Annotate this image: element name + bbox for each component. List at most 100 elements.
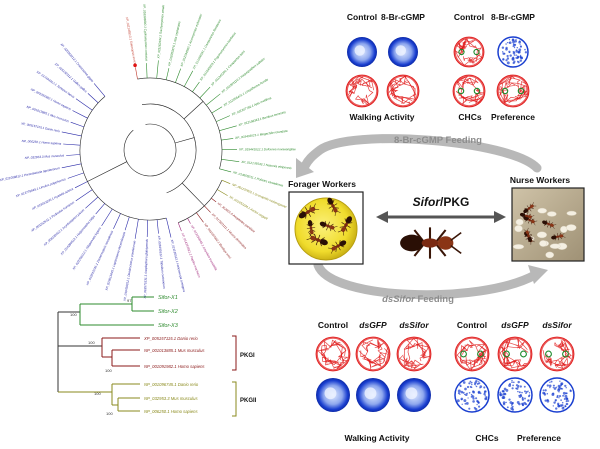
tree-branch [165,68,170,80]
bottom-chcs-dssifor-tracks [539,336,575,372]
tree-branch [219,168,232,173]
nurse-ant [523,202,537,214]
pkgi-label: PKGI [240,353,255,359]
tree-branch [219,125,237,131]
feeding-arrows: 8-Br-cGMP Feeding dsSifor Feeding [296,134,548,305]
tree-leaf-label: XP_020362212.1 Crassostrea gigas [59,42,95,84]
tree-branch [61,131,82,137]
support-value: 100 [94,391,101,396]
bottom-walking-control-tracks [315,336,351,372]
bottom-walking-header-dssifor: dsSifor [399,320,429,330]
tree-leaf-label: XP_015441022.1 Dufourea novaeangliae [238,147,296,151]
nurse-ant [523,215,538,226]
top-walking-header-control: Control [347,12,377,22]
top-walking-treatment-tracks [386,74,420,108]
brood-larva [539,240,548,247]
tree-branch [192,81,200,92]
bottom-walking-header-dsgfp: dsGFP [359,320,387,330]
tree-leaf-label: XP_012156343.1 Bombus terrestris [237,110,287,127]
forager-food-tray [294,197,358,261]
top-feeding-arrowhead [296,158,314,178]
top-chcs-header-control: Control [454,12,484,22]
bottom-walking-dsgfp-tracks [355,336,391,372]
nurse-ant [523,227,533,243]
leaf-danio-pkgi: XP_005157115.1 Danio rerio [143,336,198,341]
tree-branch [66,154,81,156]
brood-larva [546,211,557,217]
bottom-chcs-dssifor-density [539,377,575,413]
bottom-walking-dsgfp-density [356,378,390,412]
bottom-chcs-dsgfp-density [497,377,533,413]
tree-leaf-label: NP_032953.3 Mus musculus [25,153,65,160]
tree-branch [156,60,159,79]
support-value: 100 [88,340,95,345]
top-chcs-caption-b: Preference [491,112,535,122]
bottom-walking-dssifor-density [397,378,431,412]
bottom-chcs-caption-a: CHCs [475,433,498,443]
bottom-chcs-header-dsgfp: dsGFP [501,320,529,330]
tree-branch [72,110,88,119]
tree-branch [216,115,231,122]
bottom-experiment-panel: Control dsGFP dsSifor Control dsGFP dsSi… [315,320,575,443]
forager-ant [306,220,316,237]
branch-pkgii-clade [111,383,140,412]
phylogram-tree: Sifor-X1 Sifor-X2 Sifor-X3 XP_005157115.… [57,295,257,417]
top-walking-control-tracks [345,74,379,108]
tree-leaf-label: XP_019769012.1 Dendroctonus ponderosae [122,240,136,302]
tree-branch [146,63,148,79]
support-value: 100 [70,312,77,317]
tree-branch [67,172,84,179]
tree-leaf-label: XP_018302876.1 Atta cephalotes [167,20,182,67]
brood-larva [537,207,547,214]
tree-branch [95,203,106,215]
bottom-chcs-dsgfp-tracks [497,336,533,372]
pkgii-bracket [232,381,237,417]
tree-leaf-label: XP_011503110.1 Harpegnathos saltator [220,56,267,95]
tree-branch [146,219,148,238]
big-fire-ant [400,227,462,259]
leaf-danio-pkgii: NP_001096745.1 Danio rerio [144,382,199,387]
tree-branch [85,196,99,209]
tree-branch [124,216,130,231]
top-walking-treatment-density [388,37,418,67]
nurse-ant [519,212,535,221]
highlight-marker [133,63,137,68]
leaf-sifor-x1: Sifor-X1 [158,295,178,301]
tree-leaf-label: XP_011343291.1 Cerapachys biroi [209,49,246,87]
brood-larva [549,243,561,249]
bottom-walking-caption: Walking Activity [344,433,409,443]
bottom-feeding-label: dsSifor Feeding [382,294,454,305]
top-walking-header-treatment: 8-Br-cGMP [381,12,425,22]
tree-branch [75,98,93,111]
tree-internal-branch [174,137,195,144]
tree-branch [175,68,181,83]
tree-branch [101,208,113,227]
tree-branch [135,67,138,80]
top-chcs-control-tracks-2 [452,74,486,108]
tree-branch [221,138,234,141]
leaf-sifor-x2: Sifor-X2 [158,309,178,315]
brood-larva [515,218,524,226]
tree-branch [166,218,172,238]
bottom-chcs-control-tracks [454,336,490,372]
top-feeding-arrow [300,134,542,173]
brood-larva [566,210,577,216]
leaf-mus-pkgii: NP_032953.3 Mus musculus [144,396,198,401]
forager-ant [328,240,347,254]
forager-ant [327,197,341,216]
support-value: 97 [127,298,132,303]
brood-larva [536,231,547,239]
forager-ant [337,216,353,236]
tree-leaf-label: XP_011162434.1 Trachymyrmex zeteki [156,5,165,60]
top-walking-caption: Walking Activity [349,112,414,122]
tree-clade-arc [123,123,177,177]
tree-branch [211,197,217,203]
brood-larva [514,225,523,233]
forager-ant [306,232,328,247]
leaf-mus-pkgi: NP_001013885.1 Mus musculus [144,348,205,353]
bottom-walking-header-control: Control [318,320,348,330]
tree-leaf-label: XP_008182012.1 Acyrthosiphon pisum [42,208,85,248]
tree-branch [199,86,211,99]
tree-leaf-label: XP_012176543.1 Nasonia vitripennis [240,160,292,171]
